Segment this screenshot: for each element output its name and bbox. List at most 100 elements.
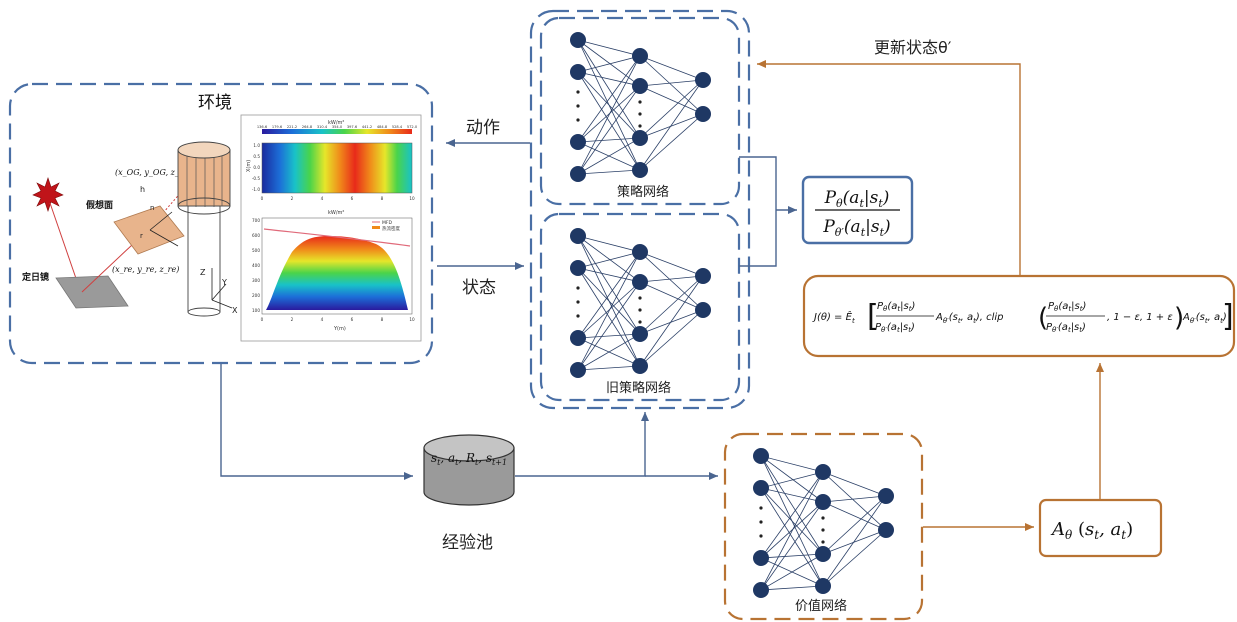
old-policy-net-edge	[639, 275, 704, 283]
svg-text:]: ]	[1222, 299, 1234, 334]
old-policy-net-node	[695, 268, 711, 284]
value-net-edge	[760, 501, 824, 591]
ratio-denominator: Pθ′(at|st)	[822, 217, 890, 239]
heatmap-colorbar	[262, 129, 412, 134]
value-net-label: 价值网络	[795, 598, 847, 614]
old-policy-net-edge	[577, 281, 641, 371]
policy-net-edge	[639, 85, 704, 115]
old-policy-net-node	[632, 244, 648, 260]
value-net-ellipsis-dot	[759, 506, 763, 510]
value-net-panel: 价值网络	[723, 432, 924, 621]
old-policy-net-edge	[577, 251, 641, 371]
axis-x-label: X	[232, 306, 238, 315]
old-policy-net-edge	[577, 235, 641, 335]
old-policy-net-node	[570, 260, 586, 276]
pool-to-policy-arrow	[515, 412, 649, 477]
old-policy-net-node	[570, 228, 586, 244]
policy-net-edge	[639, 79, 704, 171]
value-net-node	[815, 464, 831, 480]
heliostat-mirror	[55, 275, 129, 309]
old-policy-net-edge	[577, 333, 641, 339]
old-policy-net-edge	[639, 275, 704, 367]
value-net-edge	[760, 501, 824, 559]
value-net-edge	[822, 529, 887, 587]
old-policy-net-ellipsis-dot	[638, 296, 642, 300]
svg-text:Aθ′(st, at), clip: Aθ′(st, at), clip	[935, 312, 1004, 325]
policy-net-edge	[639, 55, 704, 115]
colorbar-tick: 528.4	[392, 125, 403, 129]
policy-net-node	[695, 72, 711, 88]
old-policy-net-edge	[577, 267, 641, 283]
policy-net-ellipsis-dot	[638, 100, 642, 104]
heatmap-image	[261, 142, 413, 194]
plane-axis	[149, 229, 179, 247]
profile-ytick: 600	[252, 233, 260, 238]
policy-net-edge	[577, 137, 641, 175]
replay-pool: st, at, Rt, st+1 经验池	[423, 434, 515, 553]
value-network-graph	[753, 448, 894, 598]
policy-net-ellipsis-dot	[638, 124, 642, 128]
replay-pool-label: 经验池	[442, 533, 493, 553]
heatmap-xtick: 8	[381, 196, 384, 201]
action-label: 动作	[466, 118, 500, 138]
old-policy-net-edge	[577, 235, 641, 253]
policy-net-edge	[577, 71, 641, 87]
update-label: 更新状态θ′	[874, 38, 952, 57]
old-policy-network-graph	[570, 228, 711, 378]
old-policy-net-node	[632, 358, 648, 374]
policy-net-edge	[577, 85, 641, 143]
policy-net-node	[570, 166, 586, 182]
colorbar-tick: 264.8	[302, 125, 313, 129]
policy-net-border	[539, 16, 741, 206]
profile-xtick: 6	[351, 317, 354, 322]
colorbar-tick: 136.6	[257, 125, 268, 129]
policy-network-graph	[570, 32, 711, 182]
re-coord-label: (x_re, y_re, z_re)	[112, 265, 179, 274]
svg-text:, 1 − ε, 1 + ε: , 1 − ε, 1 + ε	[1107, 312, 1173, 323]
profile-xtick: 10	[409, 317, 415, 322]
colorbar-tick: 572.0	[407, 125, 418, 129]
heatmap-unit-label: kW/m²	[328, 120, 344, 126]
legend-mfd: MFD	[382, 220, 392, 226]
env-to-pool-arrow	[220, 364, 413, 480]
heatmap-xtick: 10	[409, 196, 415, 201]
policy-net-edge	[639, 113, 704, 139]
value-net-edge	[760, 455, 824, 503]
policy-net-edge	[577, 137, 641, 143]
heatmap-xtick: 2	[291, 196, 294, 201]
replay-pool-body	[423, 447, 515, 506]
svg-text:Pθ(at|st): Pθ(at|st)	[1048, 301, 1086, 313]
value-net-edge	[760, 471, 824, 489]
policy-net-node	[632, 162, 648, 178]
value-net-edge	[822, 495, 887, 587]
old-policy-net-edge	[577, 281, 641, 339]
update-arrow	[757, 60, 1021, 275]
heatmap-ytick: 0.5	[253, 154, 260, 159]
colorbar-tick: 397.6	[347, 125, 358, 129]
value-net-edge	[760, 585, 824, 591]
value-net-edge	[822, 529, 887, 555]
ratio-bracket	[739, 156, 777, 267]
advantage-label: Aθ (st, at)	[1050, 519, 1133, 542]
policy-net-edge	[577, 55, 641, 175]
ratio-numerator: Pθ(at|st)	[824, 188, 890, 210]
policy-net-node	[570, 134, 586, 150]
profile-legend: MFD 热流密度	[372, 220, 400, 232]
policy-net-edge	[577, 39, 641, 57]
policy-group: 策略网络 旧策略网络	[529, 9, 751, 410]
value-net-edge	[822, 471, 887, 531]
og-coord-label: (x_OG, y_OG, z_OG)	[115, 168, 195, 177]
colorbar-tick: 441.2	[362, 125, 372, 129]
axis-y-label: Y	[221, 278, 227, 287]
profile-ytick: 500	[252, 248, 260, 253]
objective-box-border	[802, 274, 1236, 358]
value-net-edge	[822, 495, 887, 555]
objective-box: J(θ) = Êt [ Pθ(at|st) Pθ′(at|st) Aθ′(st,…	[802, 274, 1236, 358]
environment-border	[8, 82, 434, 365]
replay-pool-top	[423, 434, 515, 462]
value-net-edge	[760, 471, 824, 591]
heatmap-ytick: 0.0	[253, 165, 260, 170]
old-policy-net-edge	[577, 251, 641, 269]
colorbar-tick: 484.8	[377, 125, 388, 129]
